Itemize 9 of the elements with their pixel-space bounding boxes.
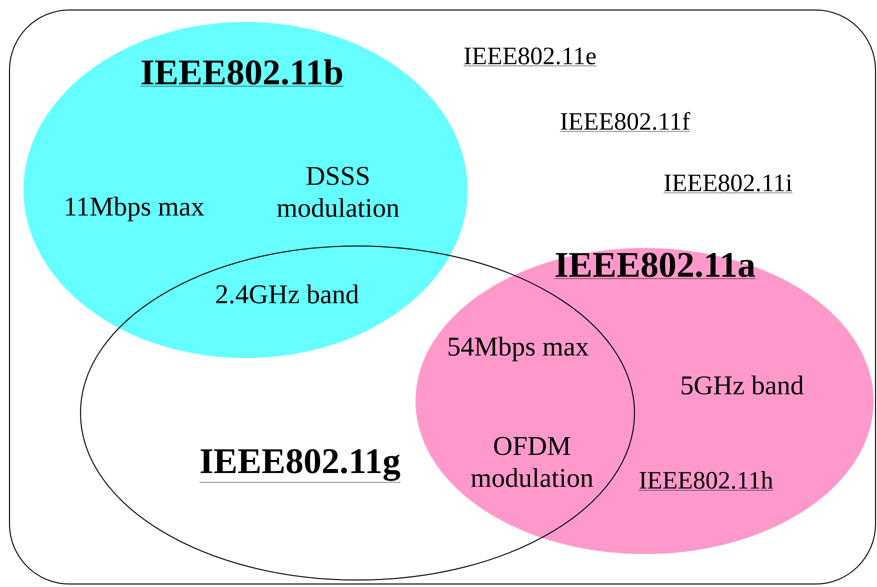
feature-label: 5GHz band [682,376,804,394]
standard-label: IEEE802.11i [663,174,793,194]
feature-label: 2.4GHz band [216,284,359,304]
frame-box [9,10,876,584]
feature-label: 11Mbps max [66,196,204,222]
feature-label: OFDM modulation [471,436,594,488]
standard-label: IEEE802.11h [638,471,774,490]
feature-label: DSSS modulation [277,166,400,218]
standard-label: IEEE802.11f [560,112,690,132]
